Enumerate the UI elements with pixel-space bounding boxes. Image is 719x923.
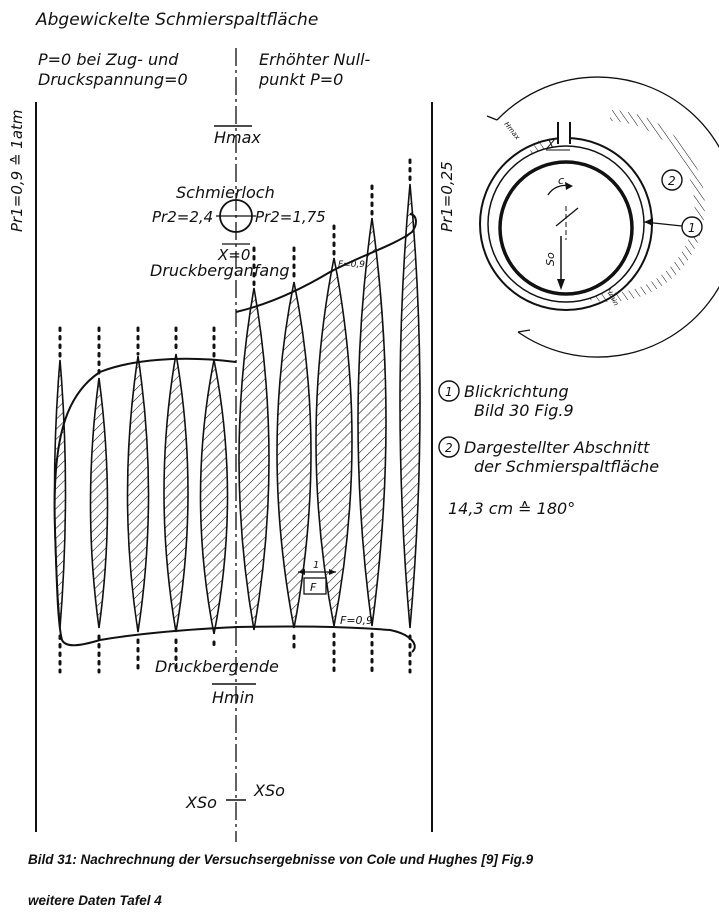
pressure-profile-4 <box>163 353 189 633</box>
pressure-envelope-upper <box>235 213 417 313</box>
druckbergende-label: Druckbergende <box>155 657 279 676</box>
hmin-label: Hmin <box>212 688 254 707</box>
marker-2-circle <box>661 169 683 191</box>
pressure-profile-10 <box>399 183 421 629</box>
marker-1-circle <box>681 216 703 238</box>
pr2-left-label: Pr2=2,4 <box>152 208 213 226</box>
xso-right-label: XSo <box>253 781 285 800</box>
legend-item1-number: 1 <box>445 385 453 399</box>
pressure-profile-2 <box>89 377 109 629</box>
right-note-line2: punkt P=0 <box>258 70 343 89</box>
pressure-envelope-lower-right <box>235 625 416 653</box>
pressure-profile-7 <box>276 281 312 629</box>
pr2-right-label: Pr2=1,75 <box>255 208 326 226</box>
scale-one-label: 1 <box>313 560 319 571</box>
bearing-pressure-diagram: Abgewickelte Schmierspaltfläche P=0 bei … <box>8 10 719 842</box>
pr1-right-label: Pr1=0,25 <box>438 161 456 232</box>
f-bottom-label: F=0,9 <box>340 614 373 627</box>
right-note-line1: Erhöhter Null- <box>259 50 371 69</box>
marker-2-label: 2 <box>668 174 676 188</box>
scale-f-box <box>303 577 327 595</box>
circle-hmax-label: Hmax <box>502 120 521 142</box>
x0-label: X=0 <box>217 246 250 264</box>
pr1-left-label: Pr1=0,9 ≙ 1atm <box>8 109 26 232</box>
bearing-cross-section <box>479 76 719 358</box>
pressure-profile-8 <box>315 257 353 627</box>
druckberganfang-label: Druckberganfang <box>150 261 290 280</box>
legend-scale: 14,3 cm ≙ 180° <box>448 499 575 518</box>
circle-c-label: c <box>558 174 564 187</box>
hmax-label: Hmax <box>214 128 261 147</box>
pressure-profile-5 <box>199 359 229 635</box>
pressure-profile-3 <box>126 355 150 633</box>
legend: 1 Blickrichtung Bild 30 Fig.9 2 Dargeste… <box>438 380 659 518</box>
diagram-title: Abgewickelte Schmierspaltfläche <box>35 10 318 30</box>
left-note-line2: Druckspannung=0 <box>38 70 188 89</box>
legend-item1-line2: Bild 30 Fig.9 <box>474 401 574 420</box>
left-note-line1: P=0 bei Zug- und <box>38 50 179 69</box>
pressure-profile-1 <box>53 359 67 629</box>
figure-caption: Bild 31: Nachrechnung der Versuchsergebn… <box>28 852 534 867</box>
schmierloch-label: Schmierloch <box>176 183 275 202</box>
circle-so-label: So <box>544 252 557 266</box>
marker-1-label: 1 <box>688 221 696 235</box>
legend-item2-number: 2 <box>445 441 453 455</box>
circle-x-label: X <box>546 138 555 151</box>
pressure-profile-9 <box>357 217 387 627</box>
legend-item2-line2: der Schmierspaltfläche <box>474 457 659 476</box>
legend-item2-line1: Dargestellter Abschnitt <box>464 438 650 457</box>
legend-item1-line1: Blickrichtung <box>464 382 569 401</box>
f-top-label: F=0,9 <box>338 260 365 270</box>
dotted-continuations <box>58 158 412 674</box>
figure-caption-note: weitere Daten Tafel 4 <box>28 893 162 908</box>
scale-f-label: F <box>310 581 317 594</box>
xso-left-label: XSo <box>185 793 217 812</box>
pressure-profile-6 <box>238 287 270 631</box>
